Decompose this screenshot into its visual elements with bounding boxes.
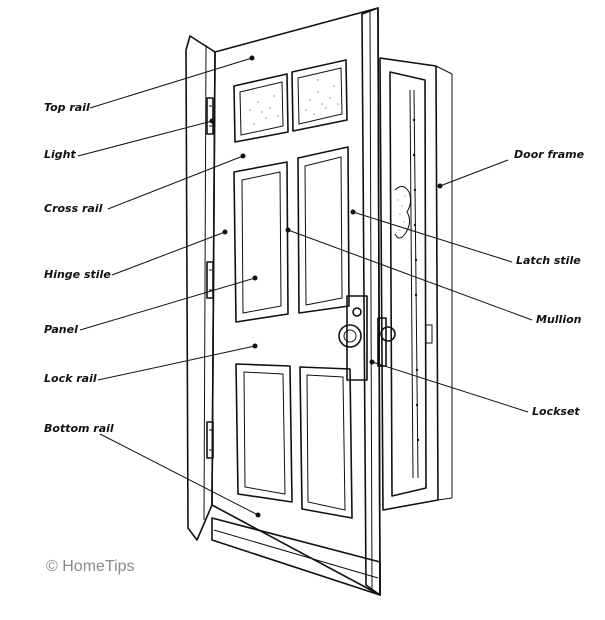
door-frame xyxy=(379,57,453,511)
label-latch-stile: Latch stile xyxy=(516,254,581,267)
light-right xyxy=(291,59,348,132)
jamb-nail-dots xyxy=(412,118,420,442)
shrub-stipple xyxy=(397,195,406,231)
door-hinge-edge xyxy=(185,35,216,541)
label-door-frame: Door frame xyxy=(514,148,585,161)
label-light: Light xyxy=(44,148,76,161)
label-mullion: Mullion xyxy=(536,313,582,326)
upper-panels xyxy=(233,146,350,323)
label-cross-rail: Cross rail xyxy=(44,202,103,215)
lower-panels xyxy=(235,363,353,519)
label-lock-rail: Lock rail xyxy=(44,372,97,385)
label-lockset: Lockset xyxy=(532,405,580,418)
label-top-rail: Top rail xyxy=(44,101,90,114)
door-face xyxy=(211,7,396,596)
credit-text: © HomeTips xyxy=(46,558,135,575)
light-left xyxy=(233,73,289,143)
lockset xyxy=(338,295,396,381)
label-hinge-stile: Hinge stile xyxy=(44,268,111,281)
leader-lines xyxy=(77,55,533,518)
label-panel: Panel xyxy=(44,323,78,336)
label-bottom-rail: Bottom rail xyxy=(44,422,114,435)
